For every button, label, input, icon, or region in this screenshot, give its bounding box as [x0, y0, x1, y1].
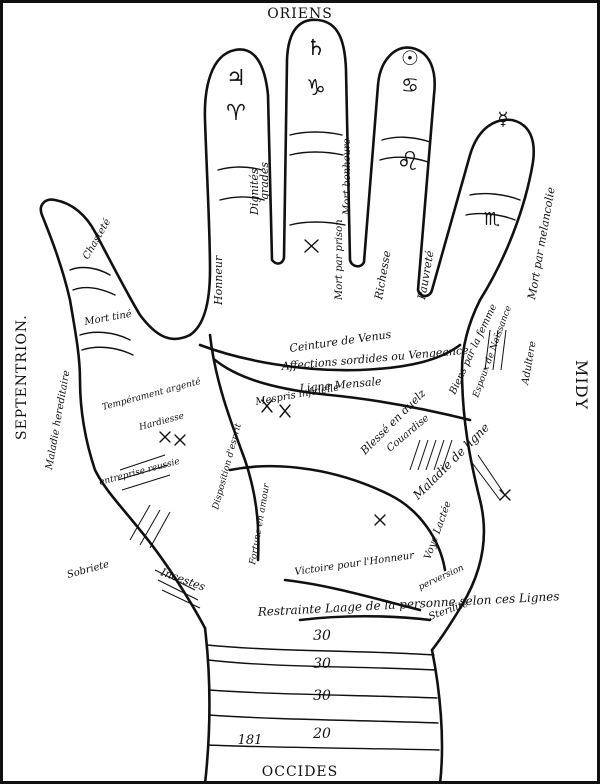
label-mort-tine: Mort tiné — [83, 309, 133, 328]
palm-lines — [198, 333, 472, 622]
sun-symbol: ☉ — [401, 46, 419, 70]
label-victoire: Victoire pour l'Honneur — [294, 550, 416, 578]
label-hereditaire: Maladie hereditaire — [44, 369, 72, 471]
label-perversion: perversion — [417, 563, 466, 593]
wrist-number-3: 30 — [313, 688, 331, 704]
jupiter-symbol: ♃ — [226, 66, 246, 91]
label-adultere: Adultere — [520, 340, 539, 386]
label-voye-lactee: Voye Lactée — [422, 500, 453, 561]
label-entreprise: entreprise reussie — [98, 457, 181, 488]
label-melancolie: Mort par melancolie — [525, 186, 558, 302]
label-restrainte: Restrainte Laage de la personne selon ce… — [256, 589, 559, 619]
leo-symbol: ♌ — [396, 147, 419, 177]
label-pauvrete: Pauvreté — [415, 249, 437, 301]
aries-symbol: ♈ — [226, 101, 246, 126]
saturn-symbol: ♄ — [306, 36, 326, 61]
compass-bottom: OCCIDES — [262, 764, 338, 780]
wrist-number-4: 20 — [312, 726, 331, 742]
wrist-number-5: 181 — [238, 733, 263, 748]
hand-outline — [39, 18, 535, 652]
compass-left: SEPTENTRION. — [14, 314, 30, 440]
label-dignites: Dignités — [248, 168, 261, 216]
label-honneur: Honneur — [212, 255, 225, 306]
cancer-symbol: ♋ — [401, 73, 419, 97]
label-grades: grades — [258, 162, 271, 200]
label-sobriete: Sobriete — [66, 559, 111, 581]
wrist-right — [430, 648, 444, 784]
capricorn-symbol: ♑ — [306, 76, 326, 101]
label-mort-bonheure: Mort bonheure — [342, 138, 353, 216]
mercury-symbol: ☿ — [497, 109, 508, 130]
compass-right: MIDY — [572, 360, 591, 410]
wrist-number-1: 30 — [313, 628, 331, 644]
scorpio-symbol: ♏ — [484, 209, 500, 230]
wrist-number-2: 30 — [313, 656, 331, 672]
label-mespris: Mespris infidelle — [254, 382, 341, 408]
finger-creases — [69, 131, 521, 356]
label-hardiesse: Hardiesse — [137, 411, 185, 433]
label-fortune: Fortune en amour — [248, 482, 272, 566]
hatching — [117, 329, 507, 609]
label-disposition: Disposition d'esprit — [211, 422, 244, 512]
wrist-bands — [206, 644, 440, 751]
label-maladie: Maladie de ligne — [410, 420, 492, 502]
label-mort-prison: Mort par prison — [334, 219, 345, 301]
cross-marks — [159, 239, 511, 526]
wrist-left — [203, 626, 211, 784]
label-richesse: Richesse — [372, 249, 394, 301]
compass-top: ORIENS — [267, 6, 333, 22]
label-temperament: Tempérament argenté — [101, 376, 203, 413]
